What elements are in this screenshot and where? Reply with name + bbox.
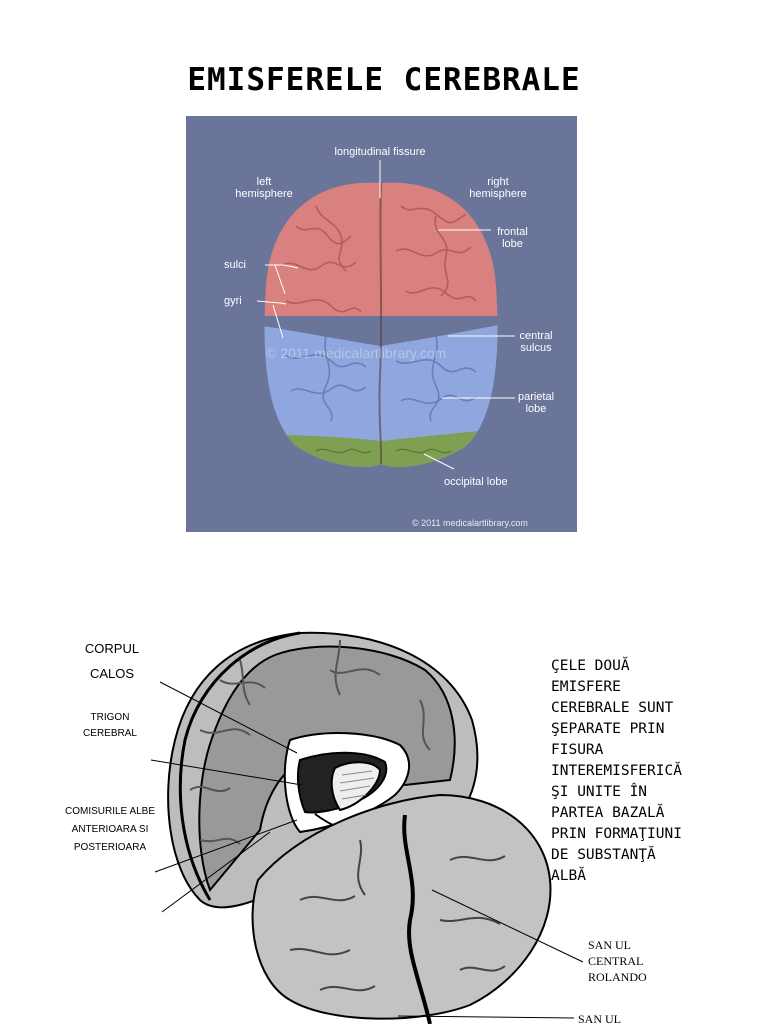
label-occipital-lobe: occipital lobe [444,476,508,488]
copyright-text: © 2011 medicalartlibrary.com [412,518,528,528]
description-text: ÇELE DOUĂ EMISFERE CEREBRALE SUNT ŞEPARA… [551,658,682,884]
label-longitudinal-fissure: longitudinal fissure [334,146,426,158]
label-santul-bottom: SAN UL [578,1012,622,1026]
page-title: EMISFERELE CEREBRALE [187,62,581,98]
watermark-text: © 2011 medicalartlibrary.com [266,345,447,361]
label-gyri: gyri [224,295,242,307]
label-sulci: sulci [224,259,247,271]
brain-section-illustration [150,631,584,1024]
brain-top-view-illustration [256,160,515,470]
